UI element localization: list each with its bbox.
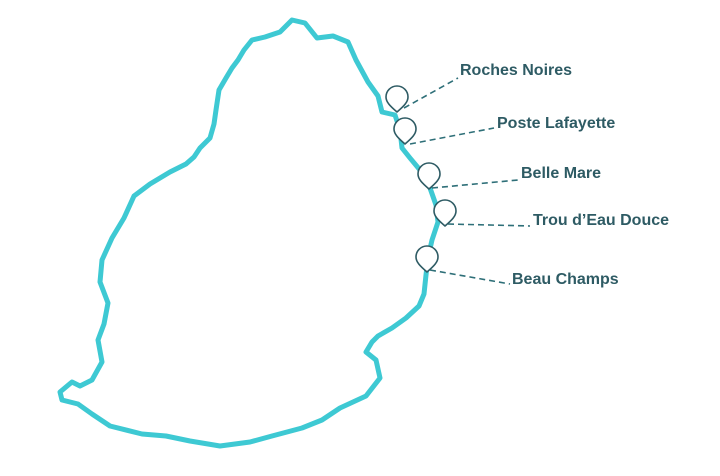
map-pin-icon[interactable]: [433, 199, 457, 227]
map-pin-icon[interactable]: [415, 245, 439, 273]
place-label-beau-champs[interactable]: Beau Champs: [512, 271, 619, 288]
coastline: [57, 17, 441, 449]
place-label-belle-mare[interactable]: Belle Mare: [521, 165, 602, 182]
leader-line: [447, 223, 531, 227]
place-label-poste-lafayette[interactable]: Poste Lafayette: [497, 115, 616, 132]
leader-line: [431, 179, 519, 189]
map-pin-icon[interactable]: [417, 162, 441, 190]
place-label-trou-d-eau-douce[interactable]: Trou d’Eau Douce: [533, 212, 670, 229]
place-label-roches-noires[interactable]: Roches Noires: [460, 62, 573, 79]
leader-line: [429, 269, 511, 285]
leader-line: [403, 77, 459, 109]
map-pin-icon[interactable]: [393, 117, 417, 145]
map-pin-icon[interactable]: [385, 85, 409, 113]
leader-line: [409, 127, 495, 145]
